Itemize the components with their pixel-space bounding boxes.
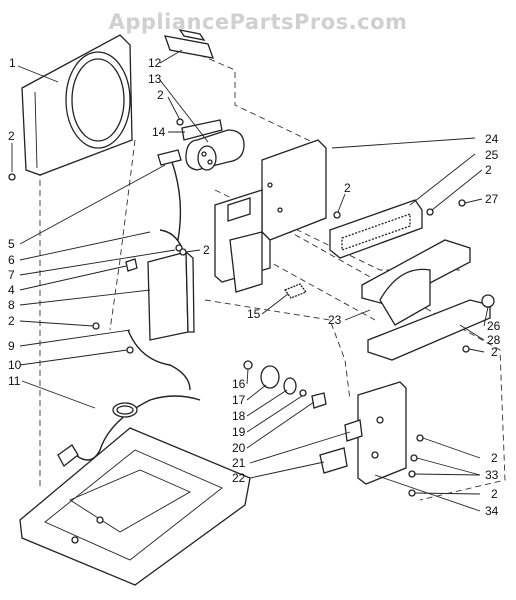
- terminal-block: [157, 149, 183, 252]
- front-shroud-panel: [21, 34, 133, 176]
- callout-2: 2: [8, 314, 15, 328]
- callout-9: 9: [8, 339, 15, 353]
- vent-grille: [329, 199, 423, 259]
- switch-knob-stack: [243, 360, 327, 409]
- callout-4: 4: [8, 283, 15, 297]
- connector-plug: [125, 258, 138, 272]
- assembly-line: [259, 214, 506, 501]
- callout-11: 11: [8, 374, 21, 388]
- assembly-line: [109, 139, 136, 331]
- callout-26: 26: [487, 319, 501, 333]
- callout-12: 12: [148, 56, 162, 70]
- assembly-line: [199, 54, 326, 149]
- callout-17: 17: [232, 393, 246, 407]
- callout-25: 25: [485, 148, 499, 162]
- capacitor-bracket: [181, 119, 223, 141]
- callout-23: 23: [328, 313, 342, 327]
- callout-18: 18: [232, 409, 246, 423]
- screws: [8, 118, 470, 497]
- callout-28: 28: [487, 333, 501, 347]
- callout-13: 13: [148, 72, 162, 86]
- control-panel-plate: [344, 381, 407, 485]
- top-bracket: [164, 29, 214, 59]
- callout-16: 16: [232, 377, 246, 391]
- callout-34: 34: [485, 504, 499, 518]
- callout-8: 8: [8, 298, 15, 312]
- control-box-bracket: [214, 139, 327, 293]
- callout-2: 2: [157, 88, 164, 102]
- callout-14: 14: [152, 125, 166, 139]
- callout-1: 1: [9, 56, 16, 70]
- callout-22: 22: [232, 471, 246, 485]
- capacitor: [185, 129, 245, 171]
- base-pan: [19, 427, 251, 586]
- callout-6: 6: [8, 253, 15, 267]
- callout-2: 2: [203, 243, 210, 257]
- callout-33: 33: [485, 468, 499, 482]
- callout-21: 21: [232, 456, 246, 470]
- callout-19: 19: [232, 425, 246, 439]
- switch: [319, 447, 348, 474]
- callout-10: 10: [8, 358, 22, 372]
- clip: [283, 283, 308, 299]
- fan-base-assembly: [361, 239, 495, 361]
- callout-5: 5: [8, 237, 15, 251]
- callout-2: 2: [491, 345, 498, 359]
- callout-20: 20: [232, 441, 246, 455]
- callout-24: 24: [485, 132, 499, 146]
- callout-2: 2: [491, 487, 498, 501]
- callout-27: 27: [485, 192, 499, 206]
- leader-lines: [11, 49, 489, 512]
- watermark: AppliancePartsPros.com: [108, 10, 408, 34]
- callout-2: 2: [8, 129, 15, 143]
- callout-2: 2: [344, 181, 351, 195]
- callout-2: 2: [491, 451, 498, 465]
- control-mounting-bracket: [147, 250, 195, 341]
- assembly-line: [229, 239, 376, 321]
- callout-15: 15: [247, 307, 261, 321]
- callout-2: 2: [485, 163, 492, 177]
- callout-7: 7: [8, 268, 15, 282]
- power-cord: [57, 329, 201, 467]
